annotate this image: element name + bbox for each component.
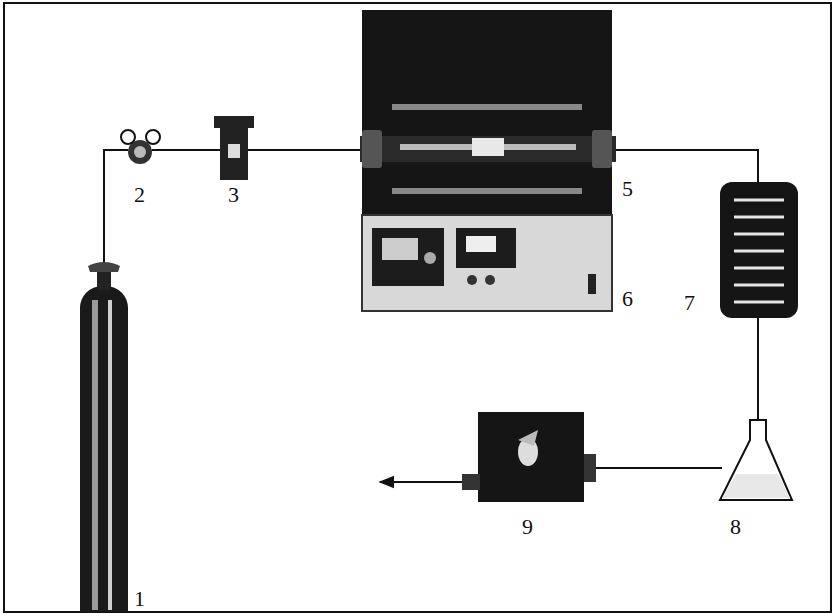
conical-flask <box>720 420 792 500</box>
callout-number: 7 <box>684 292 695 314</box>
column-slit <box>734 284 784 287</box>
column-slit <box>734 216 784 219</box>
flow-meter <box>214 116 254 180</box>
column-slit <box>734 267 784 270</box>
column-slit <box>734 199 784 202</box>
column-slit <box>734 301 784 304</box>
tube-furnace <box>360 10 616 215</box>
callout-number: 2 <box>134 184 145 206</box>
pressure-regulator <box>121 130 160 164</box>
callout-number: 1 <box>134 588 145 610</box>
callout-number: 5 <box>622 178 633 200</box>
callout-number: 3 <box>228 184 239 206</box>
drying-column <box>720 182 798 318</box>
callout-number: 6 <box>622 288 633 310</box>
callout-number: 9 <box>522 516 533 538</box>
temperature-controller <box>362 215 612 311</box>
gas-cylinder <box>80 262 128 612</box>
column-slit <box>734 250 784 253</box>
column-slit <box>734 233 784 236</box>
vacuum-pump <box>462 412 596 502</box>
frame <box>4 3 831 612</box>
callout-number: 8 <box>730 516 741 538</box>
